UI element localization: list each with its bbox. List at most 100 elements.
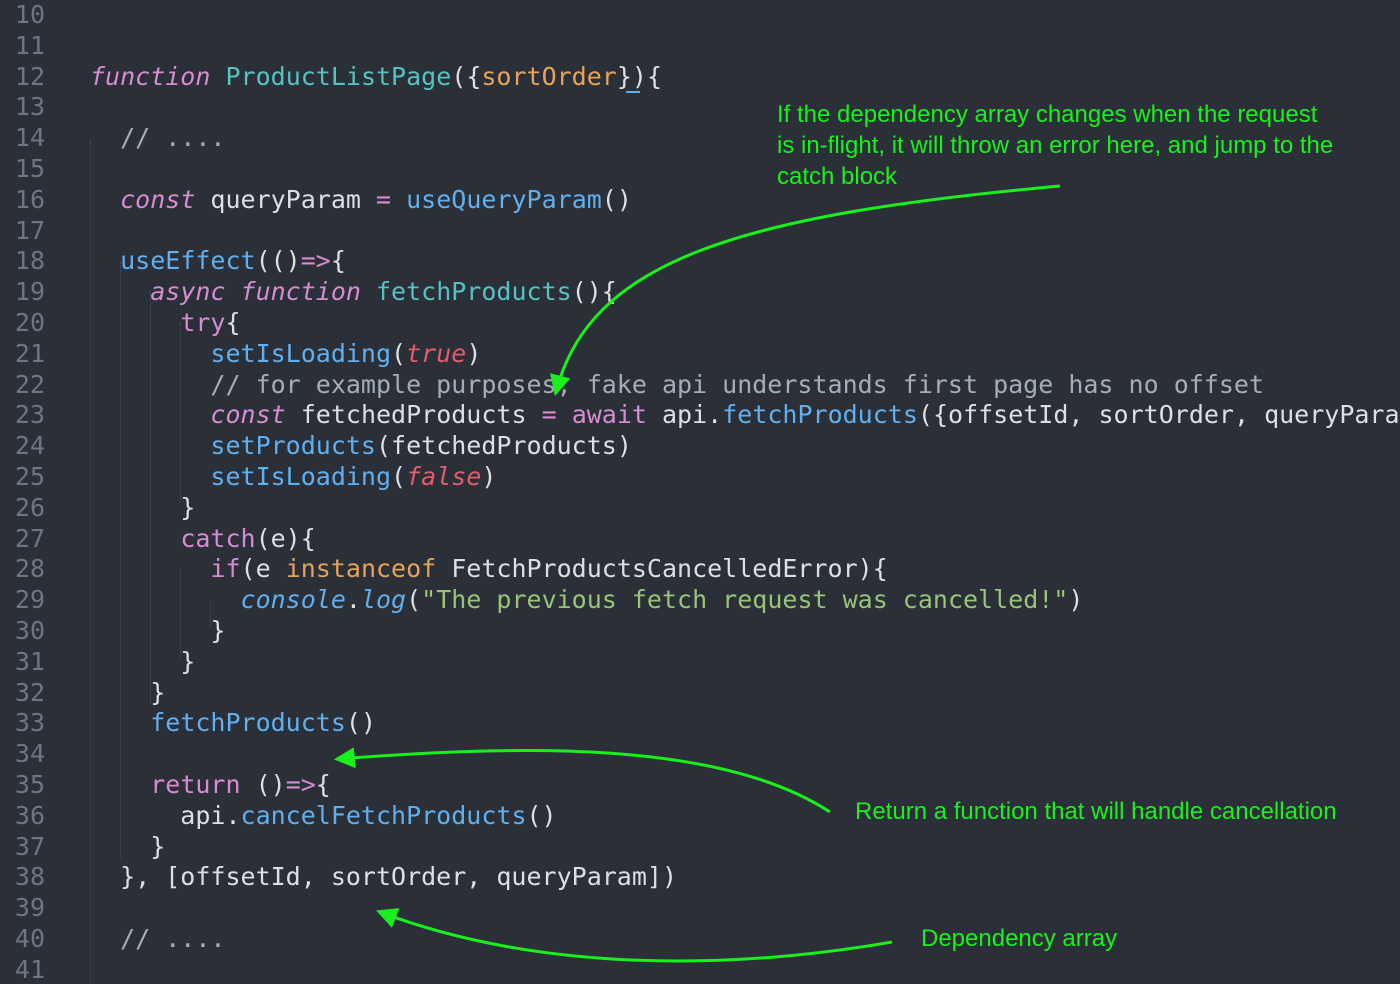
code-token: console	[240, 585, 346, 615]
annotation-cancellation: Return a function that will handle cance…	[855, 798, 1337, 825]
code-token: api.	[646, 400, 723, 430]
code-text: const fetchedProducts = await api.fetchP…	[90, 400, 1400, 431]
code-token: setIsLoading	[210, 462, 392, 491]
code-token: return	[150, 770, 241, 799]
code-token: setProducts	[210, 431, 376, 461]
code-text: api.cancelFetchProducts()	[90, 800, 556, 832]
code-token: }	[90, 831, 166, 861]
line-number: 41	[14, 954, 45, 984]
code-token: useEffect	[120, 246, 256, 276]
code-token: =	[376, 184, 392, 214]
code-token: }	[90, 616, 226, 645]
code-token: FetchProductsCancelledError){	[436, 554, 888, 584]
line-number: 35	[14, 770, 45, 799]
code-token: ({	[451, 61, 482, 91]
code-token: =>	[285, 770, 316, 799]
code-token: if	[210, 554, 241, 584]
line-number: 34	[14, 739, 45, 769]
code-text: async function fetchProducts(){	[90, 277, 617, 308]
line-number: 33	[14, 708, 45, 738]
code-token: try	[180, 308, 226, 337]
line-number: 29	[14, 585, 45, 615]
indent-guide	[210, 600, 211, 627]
line-number: 39	[14, 893, 45, 923]
line-number: 19	[14, 277, 45, 307]
annotation-line: catch block	[777, 163, 898, 190]
code-text: const queryParam = useQueryParam()	[90, 185, 632, 216]
line-number: 40	[14, 924, 45, 953]
code-token: (e	[240, 554, 286, 584]
code-token: fetchProducts	[722, 400, 918, 430]
code-token: // ....	[90, 924, 226, 953]
line-number: 36	[14, 800, 45, 830]
indent-guide	[90, 139, 91, 984]
code-token: }){	[616, 61, 662, 91]
code-token: instanceof	[285, 554, 437, 584]
arrow-to-dependency-array	[376, 908, 893, 963]
code-text: }	[90, 647, 195, 678]
code-text: // ....	[90, 924, 225, 955]
code-token: ({offsetId, sortOrder, queryParam})	[917, 400, 1400, 430]
line-number: 32	[14, 677, 45, 707]
code-token: const	[210, 400, 286, 430]
line-number: 14	[14, 123, 45, 153]
code-token: setIsLoading	[210, 338, 392, 368]
line-number: 27	[14, 523, 45, 553]
line-number: 20	[14, 308, 45, 337]
code-token: fetchProducts	[150, 708, 346, 738]
code-token: )	[481, 462, 497, 491]
code-token: ()	[240, 770, 286, 799]
code-token: queryParam	[195, 184, 376, 214]
code-token: sortOrder	[481, 61, 617, 91]
code-text: console.log("The previous fetch request …	[90, 585, 1084, 616]
code-text: setProducts(fetchedProducts)	[90, 431, 632, 462]
line-number: 23	[14, 400, 45, 430]
line-number: 13	[14, 92, 45, 122]
line-number: 24	[14, 431, 45, 461]
annotation-line: If the dependency array changes when the…	[777, 101, 1318, 128]
code-text: }	[90, 832, 165, 863]
code-text: // ....	[90, 123, 225, 154]
code-text: }	[90, 493, 195, 524]
code-token: {	[330, 246, 346, 276]
annotation-dependency-change: If the dependency array changes when the…	[777, 99, 1333, 192]
code-text: function ProductListPage({sortOrder}){	[90, 62, 662, 93]
code-token: (	[406, 585, 422, 615]
code-token: =>	[300, 246, 331, 276]
code-token: ()	[601, 184, 632, 214]
line-number: 37	[14, 831, 45, 861]
code-token: =	[541, 400, 557, 430]
code-token: // for example purposes, fake api unders…	[90, 369, 1264, 399]
code-token: ()	[345, 708, 376, 738]
code-token: true	[406, 338, 467, 368]
code-token: (e){	[255, 523, 316, 553]
code-token: false	[406, 462, 482, 491]
code-token: (()	[255, 246, 301, 276]
code-text: }, [offsetId, sortOrder, queryParam])	[90, 862, 677, 893]
code-text: }	[90, 616, 225, 647]
text-cursor	[626, 91, 640, 93]
arrow-to-await	[550, 184, 1061, 397]
line-number: 15	[14, 154, 45, 183]
line-number: 21	[14, 338, 45, 368]
annotation-line: is in-flight, it will throw an error her…	[777, 132, 1334, 159]
annotation-dependency-array: Dependency array	[921, 925, 1118, 952]
code-text: fetchProducts()	[90, 708, 376, 739]
code-token: .	[345, 585, 361, 615]
line-number: 31	[14, 646, 45, 676]
line-number: 28	[14, 554, 45, 584]
line-number: 25	[14, 462, 45, 491]
code-text: useEffect(()=>{	[90, 246, 346, 277]
code-token: cancelFetchProducts	[240, 800, 527, 830]
code-token: }	[90, 646, 196, 676]
code-token: (fetchedProducts)	[376, 431, 632, 461]
code-token: "The previous fetch request was cancelle…	[421, 585, 1069, 615]
code-token: (	[391, 462, 407, 491]
arrow-to-return	[333, 747, 831, 814]
code-token: }, [offsetId, sortOrder, queryParam])	[90, 862, 677, 892]
line-number: 10	[14, 0, 45, 29]
code-token: {	[225, 308, 241, 337]
indent-guide	[150, 292, 151, 704]
